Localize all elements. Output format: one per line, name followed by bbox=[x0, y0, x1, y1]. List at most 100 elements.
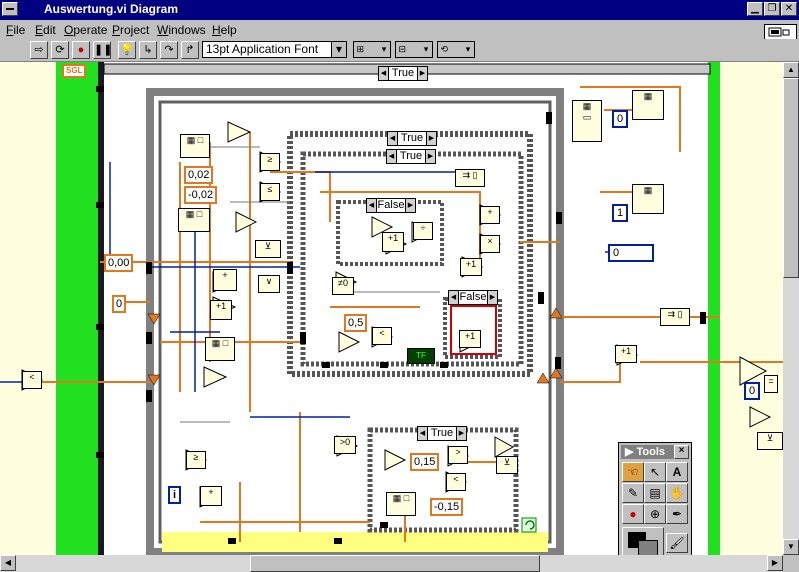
loop-iteration-terminal[interactable]: i bbox=[168, 486, 182, 504]
increment-node[interactable]: +1 bbox=[210, 300, 232, 320]
horizontal-scroll-thumb[interactable] bbox=[250, 555, 540, 572]
step-into-icon[interactable]: ↳ bbox=[139, 41, 157, 59]
subvi-array-node[interactable]: ▦ □ bbox=[386, 492, 416, 516]
boolean-constant-tf[interactable]: TF bbox=[407, 348, 435, 364]
add-node[interactable]: + bbox=[480, 206, 500, 224]
greater-equal-node[interactable]: ≥ bbox=[186, 451, 206, 469]
increment-arrow-icon[interactable]: ▶ bbox=[425, 150, 435, 163]
increment-arrow-icon[interactable]: ▶ bbox=[426, 132, 436, 145]
int-constant-0-array[interactable]: 0 bbox=[608, 244, 654, 262]
popup-menu-icon[interactable]: ▤ bbox=[644, 483, 666, 503]
subvi-build-array[interactable]: ▦▭ bbox=[572, 100, 602, 142]
step-over-icon[interactable]: ↷ bbox=[160, 41, 178, 59]
increment-arrow-icon[interactable]: ▶ bbox=[487, 291, 497, 304]
step-out-icon[interactable]: ↱ bbox=[181, 41, 199, 59]
restore-icon[interactable]: ❐ bbox=[764, 2, 780, 16]
bundle-node[interactable]: ⇉ ▯ bbox=[660, 308, 690, 326]
probe-icon[interactable]: ⊕ bbox=[644, 504, 666, 524]
decrement-arrow-icon[interactable]: ◀ bbox=[379, 67, 389, 80]
equal-node[interactable]: = bbox=[764, 375, 778, 393]
highlight-bulb-icon[interactable]: 💡 bbox=[118, 41, 136, 59]
subvi-array-node[interactable]: ▦ □ bbox=[180, 134, 210, 158]
int-constant-0[interactable]: 0 bbox=[612, 110, 629, 128]
align-objects-icon[interactable]: ⊞ bbox=[353, 41, 391, 58]
less-node[interactable]: < bbox=[446, 473, 466, 491]
system-menu-icon[interactable] bbox=[2, 2, 18, 16]
scroll-up-icon[interactable]: ▲ bbox=[783, 62, 799, 78]
decrement-arrow-icon[interactable]: ◀ bbox=[367, 199, 377, 212]
menu-project[interactable]: Project bbox=[112, 23, 150, 37]
subvi-array-node[interactable]: ▦ □ bbox=[178, 208, 210, 232]
font-selector[interactable]: 13pt Application Font bbox=[202, 41, 347, 58]
pause-icon[interactable]: ❚❚ bbox=[93, 41, 112, 59]
constant-002[interactable]: 0,02 bbox=[184, 166, 214, 184]
xor-node[interactable]: ⊻ bbox=[255, 240, 281, 258]
scroll-right-icon[interactable]: ▶ bbox=[767, 555, 783, 571]
add-node[interactable]: + bbox=[200, 486, 222, 506]
scroll-left-icon[interactable]: ◀ bbox=[0, 555, 16, 571]
case-selector-top[interactable]: ◀ True ▶ bbox=[378, 66, 428, 81]
minimize-icon[interactable]: ▁ bbox=[747, 2, 763, 16]
decrement-arrow-icon[interactable]: ◀ bbox=[387, 150, 397, 163]
case-selector-1[interactable]: ◀ True ▶ bbox=[387, 131, 437, 146]
menu-edit[interactable]: Edit bbox=[35, 23, 56, 37]
menu-file[interactable]: File bbox=[6, 23, 26, 37]
increment-arrow-icon[interactable]: ▶ bbox=[405, 199, 415, 212]
case-selector-3[interactable]: ◀ False ▶ bbox=[366, 198, 416, 213]
color-swatch-icon[interactable] bbox=[622, 527, 664, 555]
int-constant-1[interactable]: 1 bbox=[612, 204, 629, 222]
increment-node[interactable]: +1 bbox=[615, 345, 637, 363]
increment-arrow-icon[interactable]: ▶ bbox=[456, 427, 466, 440]
bundle-node[interactable]: ⇉ ▯ bbox=[455, 169, 485, 187]
wiring-spool-icon[interactable]: ✎ bbox=[622, 483, 644, 503]
title-bar[interactable]: Auswertung.vi Diagram ▁ ❐ ✕ bbox=[0, 0, 799, 20]
constant-015[interactable]: 0,15 bbox=[410, 453, 440, 471]
menu-operate[interactable]: Operate bbox=[64, 23, 108, 37]
subvi-index-array[interactable]: ▦ bbox=[632, 90, 664, 120]
menu-help[interactable]: Help bbox=[212, 23, 237, 37]
abort-icon[interactable]: ● bbox=[72, 41, 90, 59]
constant-000[interactable]: 0,00 bbox=[104, 254, 134, 272]
constant-0[interactable]: 0 bbox=[112, 295, 127, 313]
multiply-node[interactable]: × bbox=[480, 235, 500, 253]
vertical-scrollbar[interactable]: ▲ ▼ bbox=[783, 62, 799, 555]
constant-minus-002[interactable]: -0,02 bbox=[184, 186, 218, 204]
color-copy-icon[interactable]: ✒ bbox=[666, 504, 688, 524]
less-node[interactable]: < bbox=[22, 371, 42, 389]
case-selector-4[interactable]: ◀ False ▶ bbox=[448, 290, 498, 305]
subvi-index-array[interactable]: ▦ bbox=[632, 184, 664, 214]
text-tool-icon[interactable]: A bbox=[666, 462, 688, 482]
tools-palette-titlebar[interactable]: ▶ Tools × bbox=[621, 445, 689, 459]
decrement-arrow-icon[interactable]: ◀ bbox=[449, 291, 459, 304]
close-icon[interactable]: ✕ bbox=[781, 2, 797, 16]
xor-node[interactable]: ⊻ bbox=[757, 432, 783, 450]
vertical-scroll-thumb[interactable] bbox=[783, 78, 799, 278]
or-node[interactable]: ∨ bbox=[258, 275, 280, 293]
divide-node[interactable]: ÷ bbox=[413, 222, 433, 240]
increment-arrow-icon[interactable]: ▶ bbox=[417, 67, 427, 80]
menu-windows[interactable]: Windows bbox=[157, 23, 206, 37]
increment-node[interactable]: +1 bbox=[459, 330, 481, 348]
run-arrow-icon[interactable]: ⇨ bbox=[30, 41, 48, 59]
constant-minus-015[interactable]: -0,15 bbox=[430, 498, 464, 516]
reorder-icon[interactable]: ⟲ bbox=[437, 41, 475, 58]
position-arrow-icon[interactable]: ↖ bbox=[644, 462, 666, 482]
case-selector-5[interactable]: ◀ True ▶ bbox=[417, 426, 467, 441]
increment-node[interactable]: +1 bbox=[382, 232, 404, 252]
case-selector-2[interactable]: ◀ True ▶ bbox=[386, 149, 436, 164]
scroll-hand-icon[interactable]: ✋ bbox=[666, 483, 688, 503]
greater-node[interactable]: > bbox=[448, 446, 468, 464]
subvi-array-node[interactable]: ▦ □ bbox=[205, 337, 235, 361]
distribute-objects-icon[interactable]: ⊟ bbox=[395, 41, 433, 58]
less-node[interactable]: < bbox=[372, 327, 392, 345]
int-constant-0-right[interactable]: 0 bbox=[744, 382, 761, 400]
less-equal-node[interactable]: ≤ bbox=[260, 183, 280, 201]
greater-zero-node[interactable]: >0 bbox=[334, 436, 356, 454]
operate-hand-icon[interactable]: ☜ bbox=[622, 462, 644, 482]
block-diagram[interactable]: ▦ □ ▦ □ + +1 ▦ □ ▦▭ ▦ ▦ ⇉ ▯ ⇉ ▯ ▦ □ +1 +… bbox=[0, 62, 783, 555]
increment-node[interactable]: +1 bbox=[460, 258, 482, 276]
horizontal-scrollbar[interactable]: ◀ ▶ bbox=[0, 555, 783, 572]
color-brush-icon[interactable]: 🖌 bbox=[666, 533, 688, 553]
breakpoint-icon[interactable]: ● bbox=[622, 504, 644, 524]
greater-equal-node[interactable]: ≥ bbox=[260, 153, 280, 171]
